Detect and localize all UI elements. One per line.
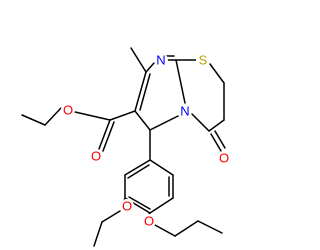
bond-ester-c-o-eth — [74, 111, 111, 121]
bond-c8-methyl — [130, 47, 147, 73]
bond-ar1-ar2 — [124, 159, 151, 176]
molecule-structure: N S N O O O O O — [21, 47, 231, 247]
atom-label-layer: N S N O O O O O — [61, 53, 231, 229]
o-ester-carbonyl-bg — [89, 149, 103, 163]
o-propoxy-bg — [142, 214, 156, 228]
bond-n-ring-c6 — [149, 115, 179, 131]
bond-c6-c7 — [134, 110, 151, 131]
bond-ch2-ch3 — [21, 114, 46, 126]
bond-c7-c8 — [134, 71, 147, 112]
bond-ar4-ar5 — [149, 197, 174, 214]
bond-o-prop-ch2 — [154, 224, 176, 237]
o-ketone-bg — [217, 151, 231, 165]
dbl-c7-c8 — [139, 73, 151, 111]
bond-prop-ch2-ch3 — [197, 220, 223, 234]
bond-c8a-n-ring — [175, 59, 186, 104]
bond-ar4-o-prop — [148, 212, 151, 215]
bond-layer — [21, 47, 226, 247]
n-ring-bg — [178, 104, 192, 118]
bond-c8-n-top — [145, 62, 155, 73]
dbl-ester-c-o — [102, 121, 115, 152]
nitrogen-atom-ring: N — [180, 104, 189, 119]
o-ester-ether-bg — [61, 103, 75, 117]
bond-o-ch2 — [44, 107, 62, 126]
bond-c4-o — [210, 133, 222, 152]
bond-prop-ch2-ch2 — [174, 220, 199, 237]
s-top-bg — [196, 53, 210, 67]
dbl-c4-o — [214, 130, 226, 149]
sulfur-atom: S — [199, 53, 208, 68]
n-top-bg — [154, 53, 168, 67]
bond-ester-c-o-dbl — [98, 119, 111, 150]
bond-c4-n-ring — [191, 113, 210, 132]
ethoxy-oxygen: O — [122, 199, 132, 214]
propoxy-oxygen: O — [144, 214, 154, 229]
ester-ether-oxygen: O — [63, 103, 73, 118]
ketone-oxygen: O — [219, 151, 229, 166]
bond-eth-ch2-ch3 — [93, 221, 103, 247]
bond-c7-ester-c — [109, 110, 136, 121]
dbl-ar3-ar4 — [128, 196, 151, 210]
ester-carbonyl-oxygen: O — [91, 149, 101, 164]
bond-s-ch2a — [209, 63, 225, 84]
bond-ar6-ar1 — [149, 159, 174, 176]
bond-o-eth-ch2 — [101, 210, 121, 223]
dbl-ar1-ar2 — [127, 164, 150, 179]
bond-ch2b-c4 — [208, 119, 225, 132]
o-ethoxy-bg — [120, 199, 134, 213]
nitrogen-atom-top: N — [156, 53, 165, 68]
